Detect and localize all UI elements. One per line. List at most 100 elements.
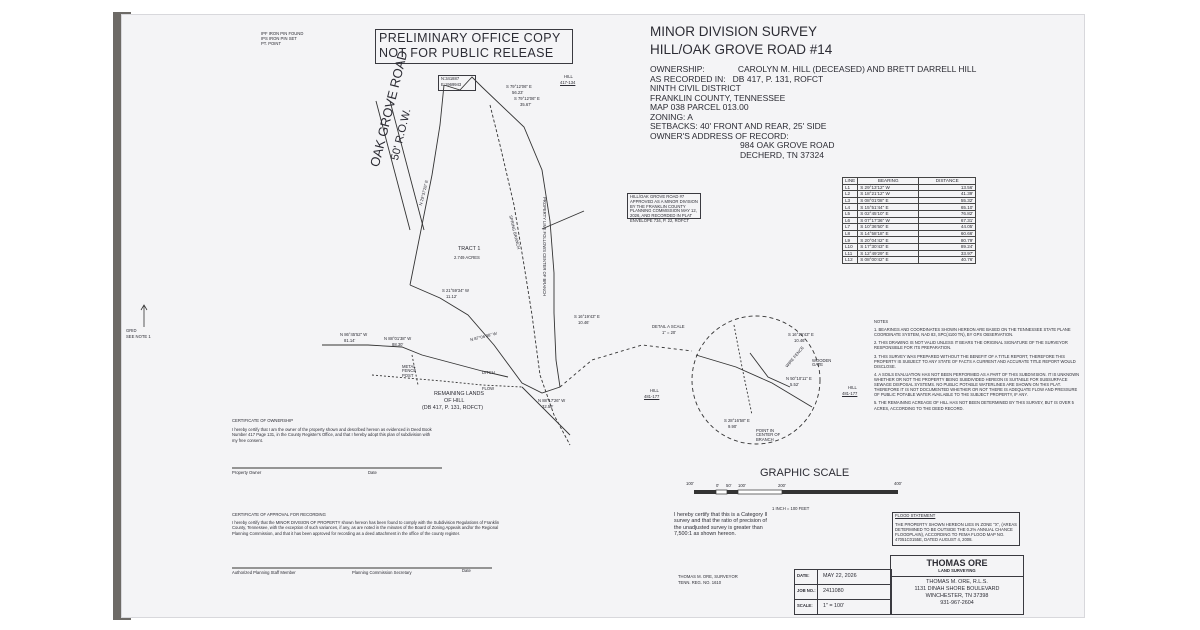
line-distance: 65.10' [918,203,977,211]
line-bearing: S 18°21'12" W [857,190,920,198]
column-header: LINE [841,177,859,185]
detail-scale: 1" = 20' [662,330,677,335]
bearing-label: S 79°12'06" E [506,84,532,89]
address-line: 984 OAK GROVE ROAD [740,140,835,151]
job-divider [817,570,818,614]
adjoiner-reference: 481-177 [644,394,660,399]
line-bearing: S 14°58'18" E [857,229,920,238]
line-bearing: S 12°49'29" E [857,249,920,258]
scale-tick: 400' [894,481,902,486]
line-id: L10 [841,242,859,251]
scale-segment [715,489,728,495]
line-id: L4 [841,203,859,211]
line-id: L7 [841,223,859,231]
note-item: 2. THIS DRAWING IS NOT VALID UNLESS IT B… [874,340,1068,351]
bearing-label: S 16°19'43" E [574,314,600,319]
distance-label: 11.12' [446,294,457,299]
recorded-label: AS RECORDED IN: [650,73,726,84]
line-id: L8 [841,229,859,238]
line-distance: 89.24' [918,242,977,251]
plat-linework [140,76,898,569]
firm-address: WINCHESTER, TN 37398 [925,593,989,599]
column-header: DISTANCE [918,177,977,185]
stamp-line: NOT FOR PUBLIC RELEASE [379,46,554,60]
tract-west-line [409,84,445,286]
scale-segment [782,490,898,494]
line-distance: 80.79' [918,236,977,244]
flood-statement-box: FLOOD STATEMENT THE PROPERTY SHOWN HEREO… [892,512,1020,546]
note-item: 4. A SOILS EVALUATION HAS NOT BEEN PERFO… [874,371,1080,398]
easting-value: E:1969943 [441,82,462,87]
scale-tick: 200' [778,483,786,488]
road-edge-line [389,100,425,231]
scale-segment [694,490,716,494]
bearing-label: S 28°16'58" E [724,418,750,423]
detail-leader [559,344,693,388]
adjoiner-label: HILL [564,74,573,79]
distance-label: 35.67' [520,102,532,107]
line-distance: 13.56' [918,183,977,192]
line-id: L9 [841,236,859,244]
notes-title: NOTES [874,319,889,324]
scale-value: 1" = 100' [823,603,845,609]
line-distance: 67.31' [918,216,977,225]
job-divider [795,599,891,600]
flood-title: FLOOD STATEMENT [895,513,936,518]
bearing-label: N 88°01'38" W [384,336,412,341]
survey-plat-sheet: IPF IRON PIN FOUND IPS IRON PIN SET PT. … [121,14,1085,618]
surveyor-cert-body: I hereby certify that this is a Category… [674,512,768,538]
signature-label: Property Owner [232,470,262,475]
ditch-label: DITCH [482,370,495,375]
county: FRANKLIN COUNTY, TENNESSEE [650,92,786,103]
detail-a-circle [691,315,821,445]
signature-label: Authorized Planning Staff Member [232,570,296,575]
grid-label: GRID [126,328,137,333]
line-id: L3 [841,196,859,205]
bearing-label: S 21°59'34" W [442,288,470,293]
scale-ratio: 1 INCH = 100 FEET [772,506,810,511]
scale-segment [737,489,783,495]
approval-note-box: HILL/OAK GROVE ROAD #7 APPROVED AS A MIN… [627,193,701,223]
distance-label: 81.14' [344,338,356,343]
remaining-lands-label: REMAINING LANDS [434,391,485,397]
adjoiner-label: HILL [650,388,659,393]
ownership-cert-body: I hereby certify that I am the owner of … [232,427,432,443]
adjoiner-label: HILL [848,385,857,390]
line-table-header: LINE BEARING DISTANCE [841,177,977,185]
survey-title: MINOR DIVISION SURVEY [650,24,818,39]
line-distance: 44.05' [918,223,977,231]
remaining-reference: (DB 417, P. 131, ROFCT) [422,405,484,411]
surveyor-registration: TENN. REG. NO. 1610 [678,580,722,585]
detail-label: DETAIL A SCALE [652,324,685,329]
boundary-note: PROPERTY LINE FOLLOWS CENTER OF BRANCH [542,197,547,297]
flow-label: FLOW [482,386,495,391]
adjoiner-reference: 417-134 [560,80,576,85]
adjoiner-reference: 481-177 [842,391,858,396]
signature-label: Planning Commission Secretary [352,570,412,575]
see-note-label: SEE NOTE 1 [126,334,151,339]
legend-line: IPF IRON PIN FOUND [261,31,304,36]
line-distance: 60.66' [918,229,977,238]
line-id: L11 [841,249,859,258]
firm-title-block: THOMAS ORE LAND SURVEYING THOMAS M. ORE,… [890,555,1024,615]
line-bearing: S 20°04'42" E [857,236,920,244]
legend: IPF IRON PIN FOUND IPS IRON PIN SET PT. … [261,31,303,46]
line-bearing: S 15°51'44" E [857,203,920,211]
boundary-line [521,386,571,436]
graphic-scale-bar [694,489,898,495]
firm-person: THOMAS M. ORE, R.L.S. [926,579,988,585]
line-bearing: S 29°13'12" W [857,183,920,192]
graphic-scale-title: GRAPHIC SCALE [760,467,850,479]
distance-label: 5.52' [790,382,799,387]
district: NINTH CIVIL DISTRICT [650,83,741,94]
surveyor-name: THOMAS M. ORE, SURVEYOR [678,574,738,579]
recorded-value: DB 417, P. 131, ROFCT [732,73,824,84]
line-bearing: S 08°01'08" E [857,196,920,205]
job-divider [795,584,891,585]
